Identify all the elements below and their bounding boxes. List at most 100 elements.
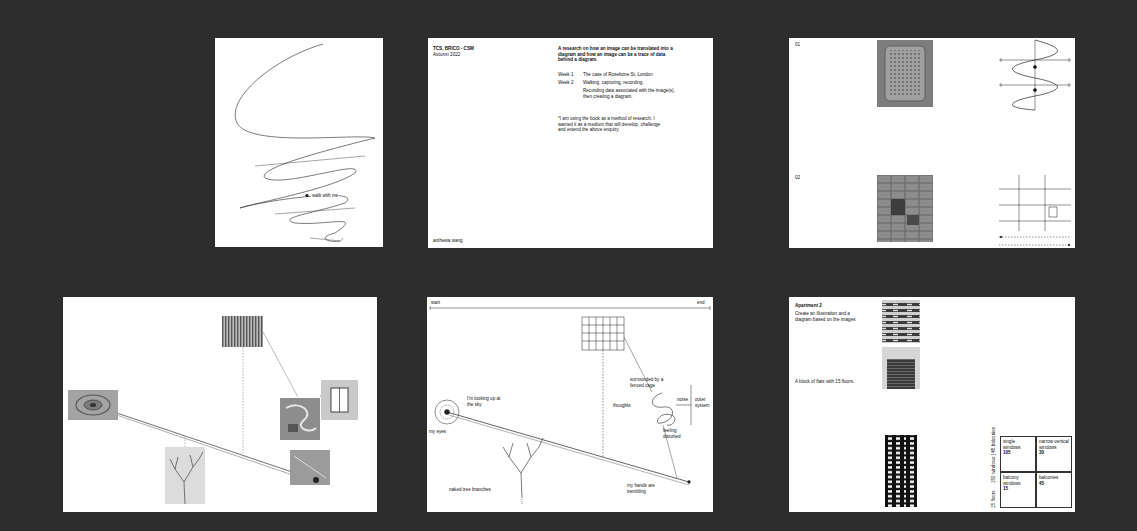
page-text: outer system (695, 397, 712, 408)
sketch-rect (887, 359, 915, 389)
sketch-rect (891, 199, 905, 215)
sketch-rect (68, 390, 118, 420)
sketch-path (652, 393, 674, 425)
sketch-ellipse (84, 400, 102, 410)
sketch-line (449, 415, 689, 485)
sketch-path (503, 438, 543, 497)
cell-count: 45 (1039, 481, 1069, 487)
sketch-ellipse (90, 403, 96, 407)
page-text: end (697, 300, 705, 306)
cell-label: balconies (1039, 475, 1069, 481)
page-text: my hands are trembling (627, 483, 663, 494)
page-text: walk with me (311, 193, 339, 199)
sketch-rect (290, 450, 330, 485)
sketch-rect (582, 317, 624, 350)
sketch-line (617, 317, 618, 350)
sketch-line (339, 388, 340, 412)
page-text: my eyes (429, 429, 446, 435)
sketch-line (999, 205, 1071, 206)
page-text: 01 (795, 42, 800, 48)
sketch-rect (222, 316, 263, 347)
sketch-rect (889, 50, 921, 97)
sketch-rect (882, 347, 920, 389)
sketch-line (589, 317, 590, 350)
page-text: Week 1 (558, 72, 574, 78)
sketch-line (582, 325, 624, 326)
page-text: noise (677, 397, 688, 403)
sketch-g (321, 380, 358, 420)
sketch-line (676, 405, 691, 406)
sketch-circle (1033, 88, 1036, 91)
text-page: TCS, BRICO - CSMAutumn 2022A research on… (428, 38, 713, 248)
sketch-line (430, 306, 431, 310)
sketch-rect (882, 300, 920, 343)
sketch-path (1013, 40, 1058, 110)
sketch-line (691, 385, 692, 425)
cell-label: single windows (1003, 439, 1033, 450)
cell-label: narrow vertical windows (1039, 439, 1069, 450)
sketch-rect (877, 175, 933, 242)
sketch-line (1035, 40, 1036, 110)
collage-page (63, 297, 377, 512)
sketch-rect (280, 398, 320, 440)
sketch-g (68, 390, 118, 420)
sketch-rect (63, 297, 377, 512)
diagram-page: start endI'm looking up at the sky my eyes… (427, 297, 713, 512)
page-text: start (431, 300, 440, 306)
sketch-line (610, 317, 611, 350)
sketch-line (603, 317, 604, 350)
table-cell: single windows105 (1000, 436, 1036, 472)
page-text: Apartment 2 (795, 303, 822, 309)
page-text: I'm looking up at the sky (467, 396, 507, 407)
sketch-line (596, 317, 597, 350)
sketch-line (999, 245, 1071, 246)
sketch-g (280, 398, 320, 440)
sketch-g (290, 450, 330, 485)
page-text: The case of Rosebone St, London (583, 72, 683, 78)
page-text: 15 floors (991, 490, 997, 508)
table-cell: narrow vertical windows30 (1036, 436, 1072, 472)
sketch-circle (1068, 244, 1070, 246)
sketch-rect (1049, 207, 1057, 217)
page-text: naked tree branches (449, 487, 494, 493)
sketch-line (243, 347, 244, 457)
sketch-g (430, 306, 710, 504)
page-text: thoughts (613, 403, 631, 409)
sketch-rect (907, 215, 919, 225)
sketch-line (447, 412, 689, 482)
page-text: Autumn 2022 (433, 52, 460, 58)
sketch-ellipse (76, 395, 110, 415)
sketch-circle (1033, 65, 1036, 68)
sketch-line (185, 437, 186, 447)
sketch-g (165, 447, 205, 504)
sketch-g (999, 40, 1071, 110)
sketch-circle (305, 194, 308, 197)
sketch-line (999, 221, 1071, 222)
sketch-g (877, 40, 933, 107)
image-diagram-pairs (789, 38, 1075, 248)
page-text: *I am using the book as a method of rese… (558, 116, 668, 133)
sketch-line (1019, 175, 1020, 231)
sketch-line (263, 332, 298, 397)
sketch-circle (688, 481, 691, 484)
sketch-rect (165, 447, 205, 504)
sketch-rect (222, 316, 263, 347)
sketch-line (999, 237, 1071, 238)
sketch-line (1001, 83, 1002, 87)
sketch-g (877, 175, 933, 242)
page-text: TCS, BRICO - CSM (433, 46, 474, 52)
walk-scribble (215, 38, 383, 247)
cell-count: 105 (1003, 450, 1033, 456)
sketch-line (522, 497, 523, 504)
sketch-rect (877, 40, 933, 107)
page-text: Walking, capturing, recording. (583, 80, 683, 86)
sketch-rect (885, 435, 917, 507)
page-text: Week 2 (558, 80, 574, 86)
page-text: Create an illustration and a diagram bas… (795, 311, 867, 322)
cell-label: balcony windows (1003, 475, 1033, 486)
sketch-path (235, 44, 375, 241)
page-text: A block of flats with 15 floors. (795, 379, 875, 385)
sketch-line (1069, 58, 1070, 62)
sketch-line (710, 306, 711, 310)
